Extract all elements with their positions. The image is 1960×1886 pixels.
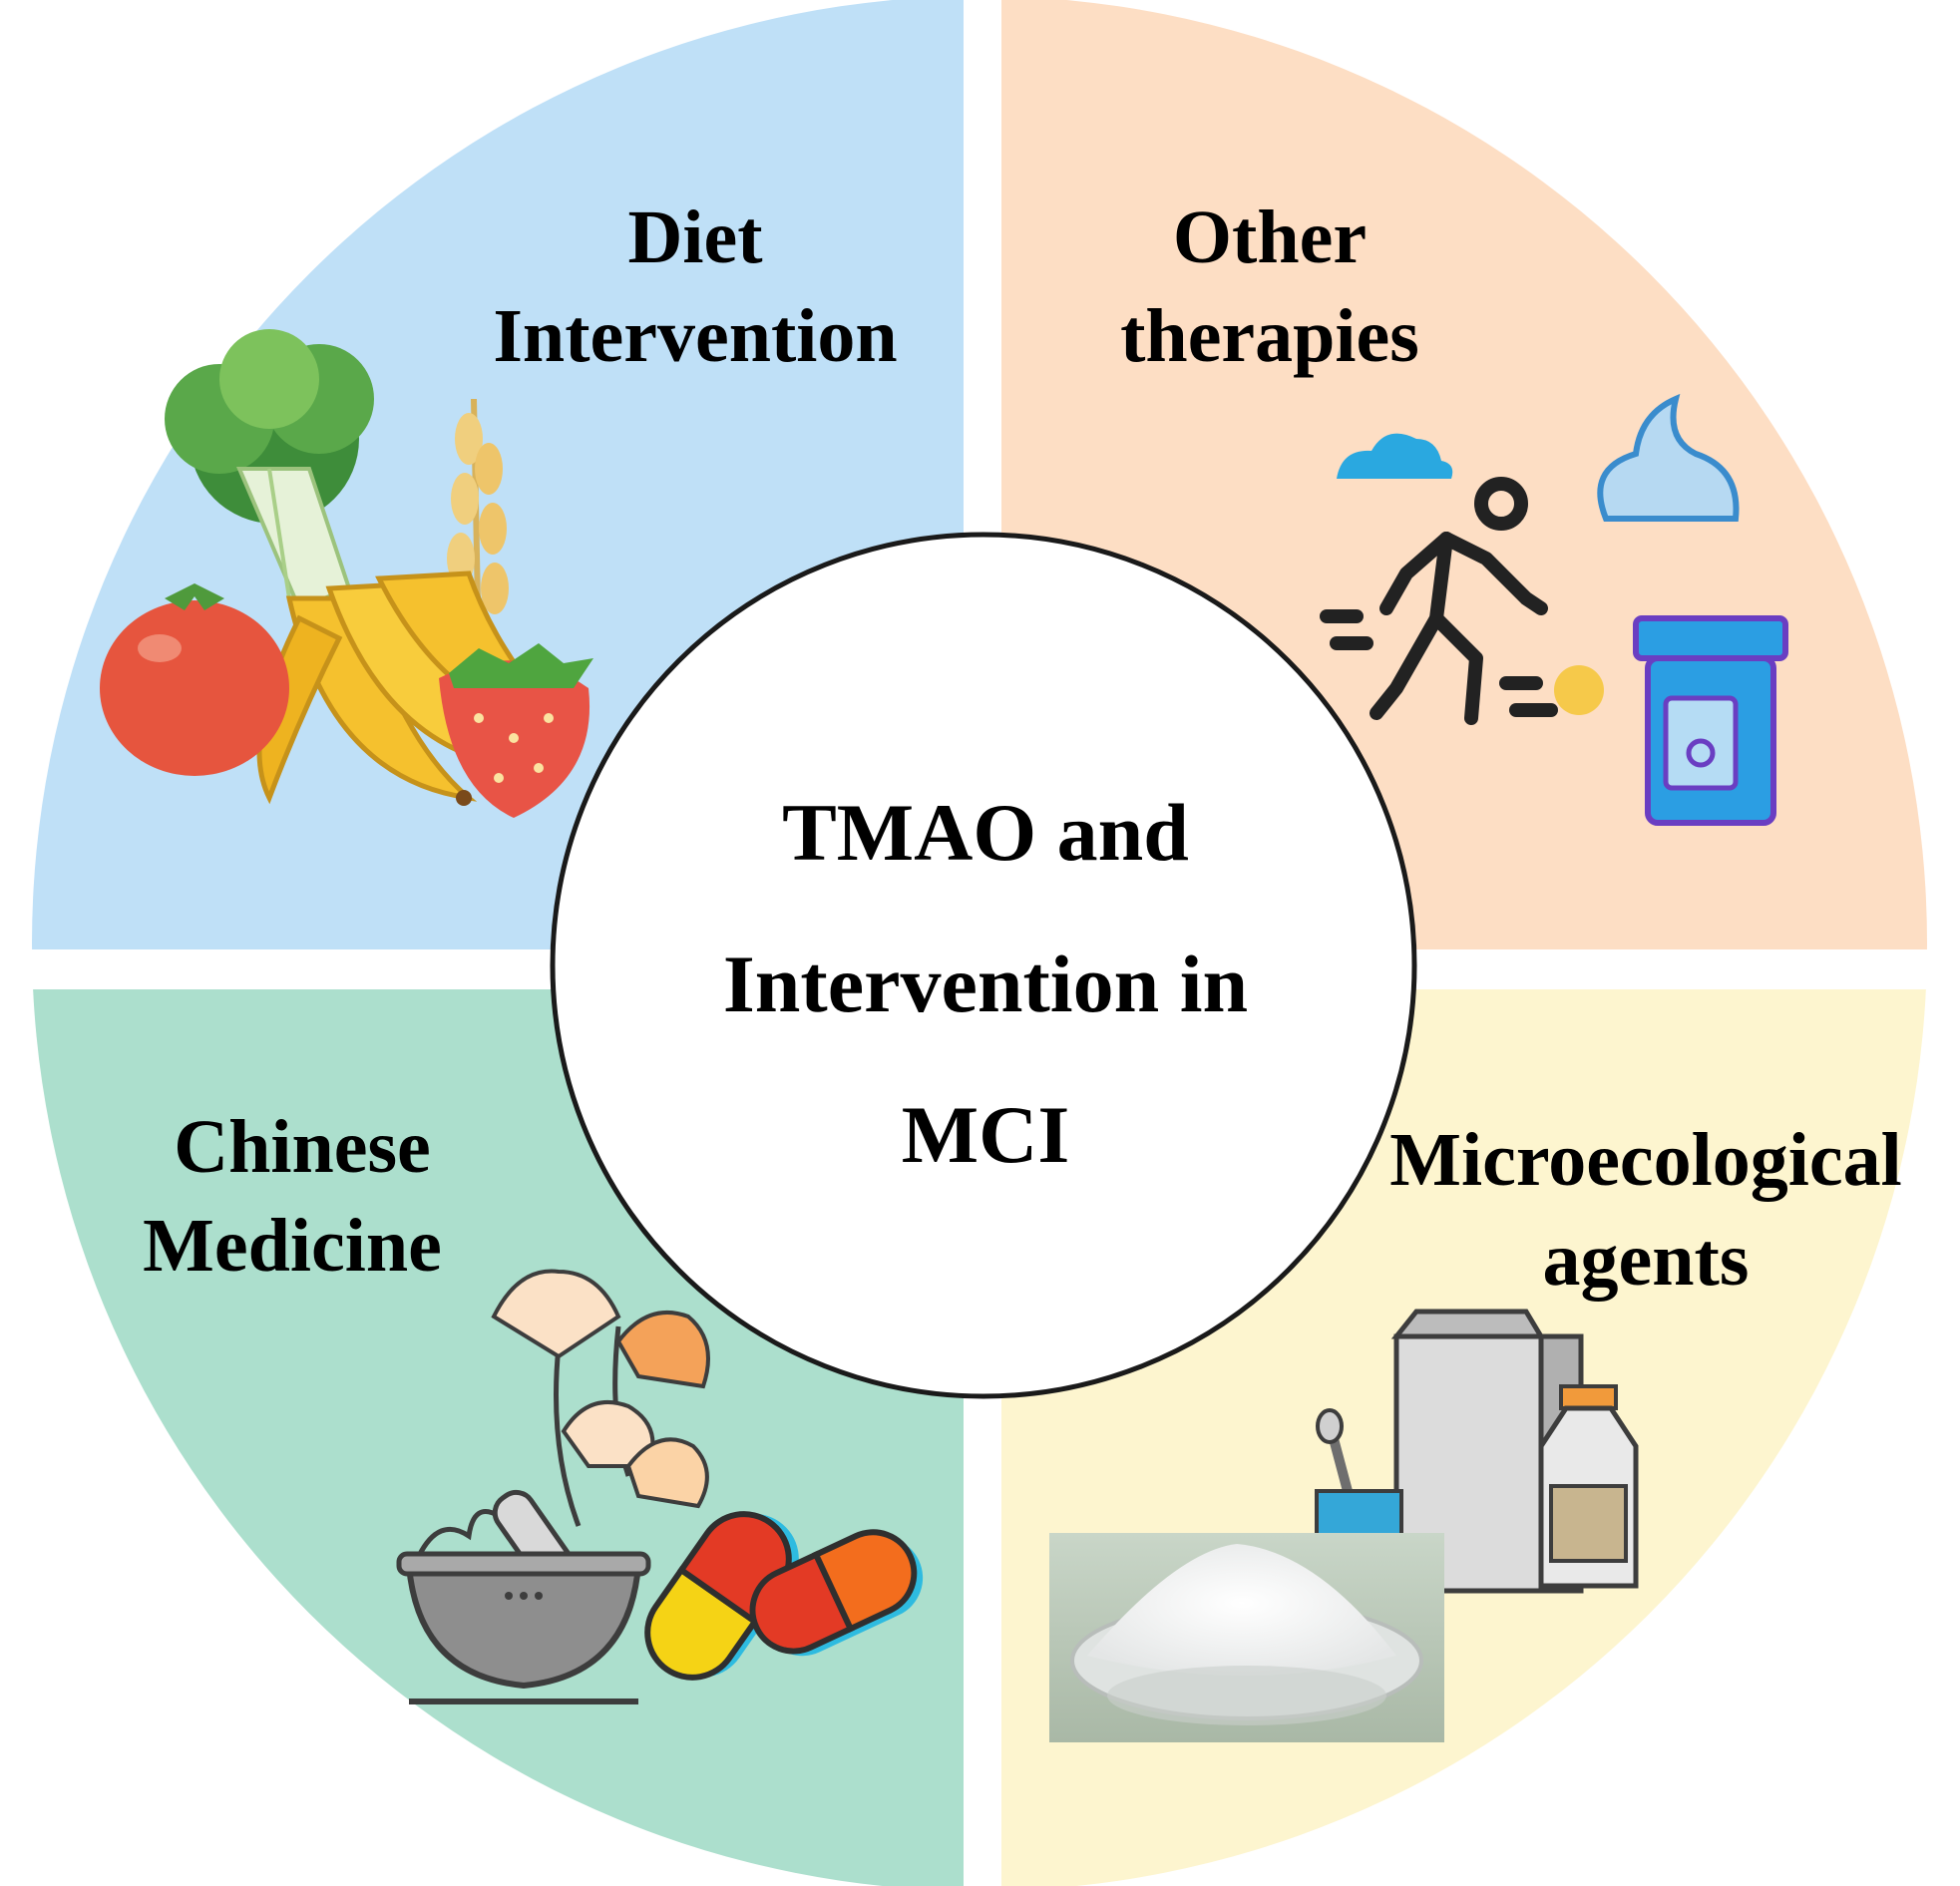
medicine-label-line1: Chinese (174, 1105, 431, 1189)
diet-label-line2: Intervention (493, 294, 897, 378)
center-circle (550, 532, 1417, 1399)
other-therapies-label: Other therapies (1120, 195, 1419, 378)
micro-label-line2: agents (1543, 1218, 1750, 1302)
center-title-line2: Intervention in (723, 939, 1248, 1029)
diet-intervention-label: Diet Intervention (493, 195, 897, 378)
microecological-illustration (1049, 1309, 1639, 1742)
diet-illustration (100, 329, 593, 818)
other-therapies-illustration (1320, 393, 1788, 826)
center-title-line3: MCI (902, 1089, 1070, 1180)
diet-label-line1: Diet (627, 195, 762, 279)
pill-bottle-icon (1633, 615, 1788, 826)
center-title: TMAO and Intervention in MCI (723, 787, 1248, 1180)
sun-icon (1554, 665, 1604, 715)
cream-icon (1597, 393, 1740, 522)
capsule-icon (644, 1511, 924, 1681)
microecological-agents-label: Microecological agents (1389, 1118, 1901, 1302)
ginkgo-leaf-icon (491, 1269, 710, 1527)
other-label-line1: Other (1173, 195, 1367, 279)
running-person-icon (1320, 477, 1558, 725)
other-label-line2: therapies (1120, 294, 1419, 378)
chinese-medicine-label: Chinese Medicine (143, 1105, 442, 1288)
broccoli-icon (165, 329, 374, 611)
chinese-medicine-illustration (396, 1269, 924, 1704)
cloud-icon (1337, 433, 1453, 479)
mortar-pestle-icon (396, 1489, 651, 1704)
yogurt-cup-icon (1315, 1408, 1403, 1563)
medicine-label-line2: Medicine (143, 1204, 442, 1288)
tomato-icon (100, 583, 289, 776)
strawberry-icon (439, 643, 593, 818)
micro-label-line1: Microecological (1389, 1118, 1901, 1202)
center-title-line1: TMAO and (782, 787, 1189, 878)
bottle-icon (1538, 1384, 1639, 1589)
powder-bowl-icon (1049, 1533, 1444, 1742)
